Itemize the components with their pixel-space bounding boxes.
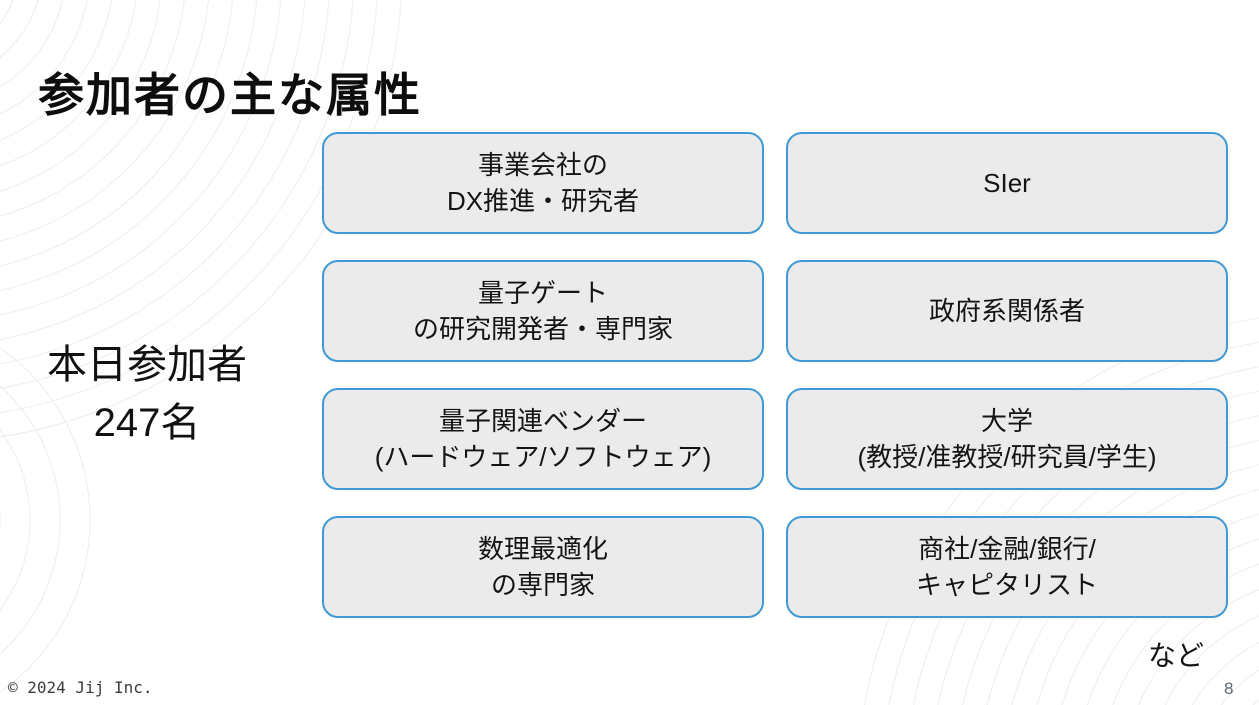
attribute-box: 事業会社の DX推進・研究者	[322, 132, 764, 234]
attribute-box-text: 大学 (教授/准教授/研究員/学生)	[857, 405, 1157, 472]
attribute-box-text: 数理最適化 の専門家	[477, 533, 608, 600]
participant-count-note: 本日参加者 247名	[0, 336, 294, 452]
attribute-box-text: SIer	[983, 167, 1031, 198]
participant-count-line1: 本日参加者	[47, 343, 247, 387]
attribute-box: 量子関連ベンダー (ハードウェア/ソフトウェア)	[322, 388, 764, 490]
attribute-box-text: 商社/金融/銀行/ キャピタリスト	[915, 533, 1098, 600]
attribute-box: SIer	[786, 132, 1228, 234]
attribute-box: 数理最適化 の専門家	[322, 516, 764, 618]
attribute-box: 大学 (教授/准教授/研究員/学生)	[786, 388, 1228, 490]
attribute-box-text: 量子ゲート の研究開発者・専門家	[412, 277, 673, 344]
page-title: 参加者の主な属性	[38, 68, 422, 121]
attribute-box: 商社/金融/銀行/ キャピタリスト	[786, 516, 1228, 618]
participant-count-line2: 247名	[93, 401, 201, 445]
attribute-boxes-grid: 事業会社の DX推進・研究者 SIer 量子ゲート の研究開発者・専門家 政府系…	[322, 132, 1228, 618]
attribute-box-text: 事業会社の DX推進・研究者	[446, 149, 640, 216]
attribute-box-text: 政府系関係者	[928, 295, 1085, 326]
attribute-box: 政府系関係者	[786, 260, 1228, 362]
attribute-box: 量子ゲート の研究開発者・専門家	[322, 260, 764, 362]
attribute-box-text: 量子関連ベンダー (ハードウェア/ソフトウェア)	[374, 405, 712, 472]
etc-label: など	[1148, 640, 1205, 671]
copyright-text: © 2024 Jij Inc.	[8, 678, 153, 697]
page-number: 8	[1224, 679, 1234, 698]
